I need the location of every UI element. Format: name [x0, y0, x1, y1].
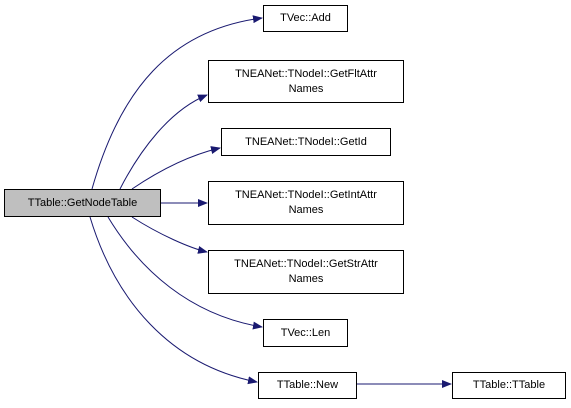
edge-getnodetable-to-getid: [131, 146, 221, 190]
node-tvec-add[interactable]: TVec::Add: [263, 5, 348, 32]
edge-getnodetable-to-len: [107, 216, 263, 330]
edge-getnodetable-to-new: [89, 216, 258, 385]
node-tneanet-tnodei-getstrattrnames[interactable]: TNEANet::TNodeI::GetStrAttr Names: [208, 250, 404, 294]
node-label: TNEANet::TNodeI::GetIntAttr Names: [235, 189, 377, 216]
node-label: TTable::GetNodeTable: [27, 196, 138, 209]
node-label: TVec::Add: [280, 12, 331, 24]
node-tneanet-tnodei-getid[interactable]: TNEANet::TNodeI::GetId: [221, 128, 391, 156]
edge-getnodetable-to-add: [91, 15, 263, 190]
node-tneanet-tnodei-getfltattrnames[interactable]: TNEANet::TNodeI::GetFltAttr Names: [208, 60, 404, 103]
node-label: TNEANet::TNodeI::GetId: [245, 135, 367, 148]
node-tneanet-tnodei-getintattrnames[interactable]: TNEANet::TNodeI::GetIntAttr Names: [208, 181, 404, 225]
node-tvec-len[interactable]: TVec::Len: [263, 319, 348, 347]
edge-getnodetable-to-getstrattrnames: [131, 216, 208, 254]
node-label: TNEANet::TNodeI::GetStrAttr Names: [234, 258, 378, 285]
node-ttable-new[interactable]: TTable::New: [258, 372, 357, 399]
edge-getnodetable-to-getfltattrnames: [119, 94, 208, 190]
node-label: TNEANet::TNodeI::GetFltAttr Names: [235, 67, 377, 95]
node-label: TVec::Len: [280, 326, 331, 339]
node-ttable-ttable[interactable]: TTable::TTable: [452, 372, 566, 399]
node-ttable-getnodetable[interactable]: TTable::GetNodeTable: [4, 189, 161, 217]
node-label: TTable::TTable: [472, 379, 546, 391]
node-label: TTable::New: [276, 379, 339, 391]
